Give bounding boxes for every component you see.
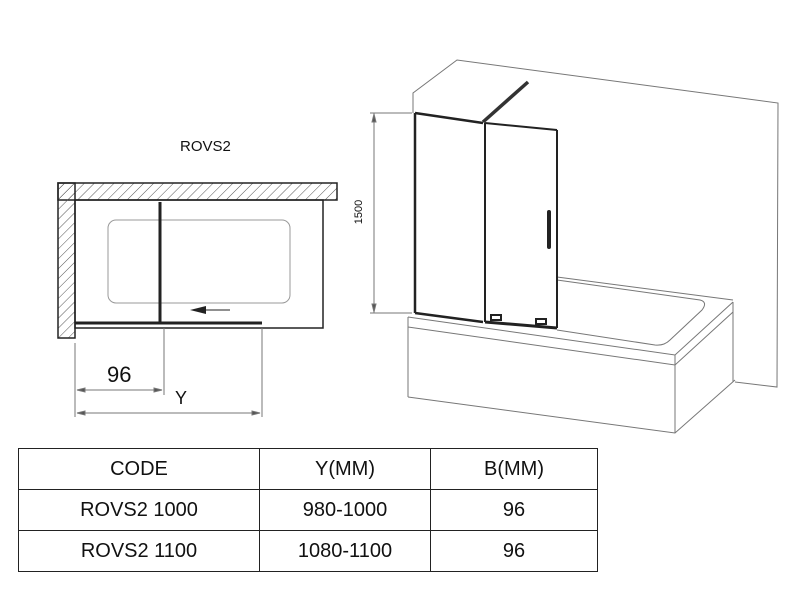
dimension-b-label: 96 — [107, 362, 132, 387]
cell-b: 96 — [430, 530, 598, 572]
sliding-glass-panel — [484, 122, 558, 330]
plan-title: ROVS2 — [180, 138, 231, 155]
table-row: ROVS2 1000 980-1000 96 — [18, 489, 598, 531]
slide-arrow-icon — [190, 306, 230, 314]
cell-code: ROVS2 1000 — [18, 489, 260, 531]
table-header-row: CODE Y(MM) B(MM) — [18, 448, 598, 490]
cell-code: ROVS2 1100 — [18, 530, 260, 572]
dimension-y-label: Y — [175, 388, 188, 408]
fixed-glass-panel — [413, 111, 484, 324]
bathtub — [407, 276, 736, 434]
back-wall — [412, 59, 779, 388]
plan-view — [57, 182, 338, 417]
header-y: Y(MM) — [259, 448, 431, 490]
height-dimension — [370, 112, 412, 314]
wall-left-hatched — [57, 182, 76, 339]
dimension-lines — [74, 328, 263, 417]
cell-y: 980-1000 — [259, 489, 431, 531]
size-table: CODE Y(MM) B(MM) ROVS2 1000 980-1000 96 … — [18, 448, 598, 572]
bathtub-outline — [74, 199, 324, 329]
height-dimension-label: 1500 — [353, 199, 366, 225]
support-bar — [481, 80, 530, 124]
bathtub-inner — [107, 219, 291, 304]
header-b: B(MM) — [430, 448, 598, 490]
table-row: ROVS2 1100 1080-1100 96 — [18, 530, 598, 572]
wall-top-hatched — [57, 182, 338, 201]
cell-b: 96 — [430, 489, 598, 531]
cell-y: 1080-1100 — [259, 530, 431, 572]
elevation-view — [370, 59, 779, 434]
header-code: CODE — [18, 448, 260, 490]
